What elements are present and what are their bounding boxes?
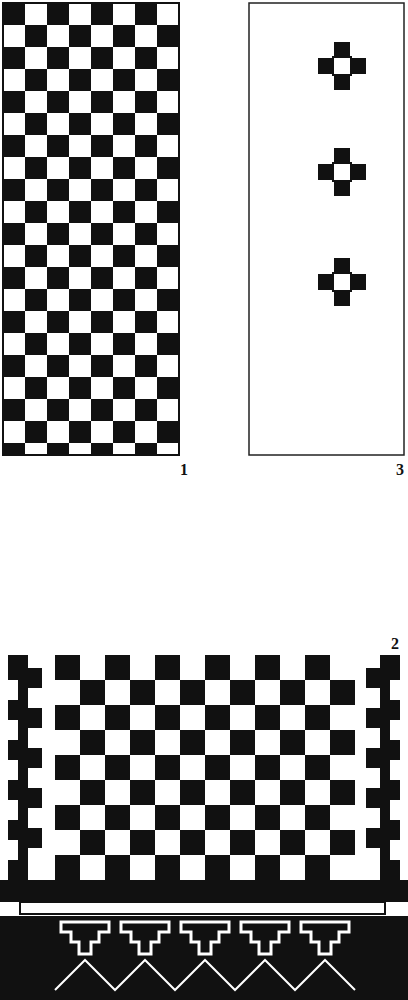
figure-number: 2 bbox=[391, 636, 399, 652]
white-bar bbox=[20, 902, 385, 914]
hook-motif bbox=[121, 922, 169, 954]
hook-motif bbox=[301, 922, 349, 954]
hook-motif bbox=[181, 922, 229, 954]
zigzag-line bbox=[55, 960, 355, 990]
cross-motif bbox=[318, 42, 366, 90]
checker-band bbox=[55, 655, 355, 880]
cross-motif bbox=[318, 258, 366, 306]
dark-band bbox=[0, 880, 408, 902]
stepped-border bbox=[8, 655, 42, 880]
figure-number: 1 bbox=[180, 462, 188, 478]
checker-panel bbox=[3, 3, 179, 455]
stepped-border bbox=[366, 655, 400, 880]
cross-motif bbox=[318, 148, 366, 196]
hook-motif bbox=[61, 922, 109, 954]
hook-motif bbox=[241, 922, 289, 954]
hook-band bbox=[0, 916, 408, 1000]
cross-panel bbox=[249, 3, 404, 455]
figure-number: 3 bbox=[396, 462, 404, 478]
